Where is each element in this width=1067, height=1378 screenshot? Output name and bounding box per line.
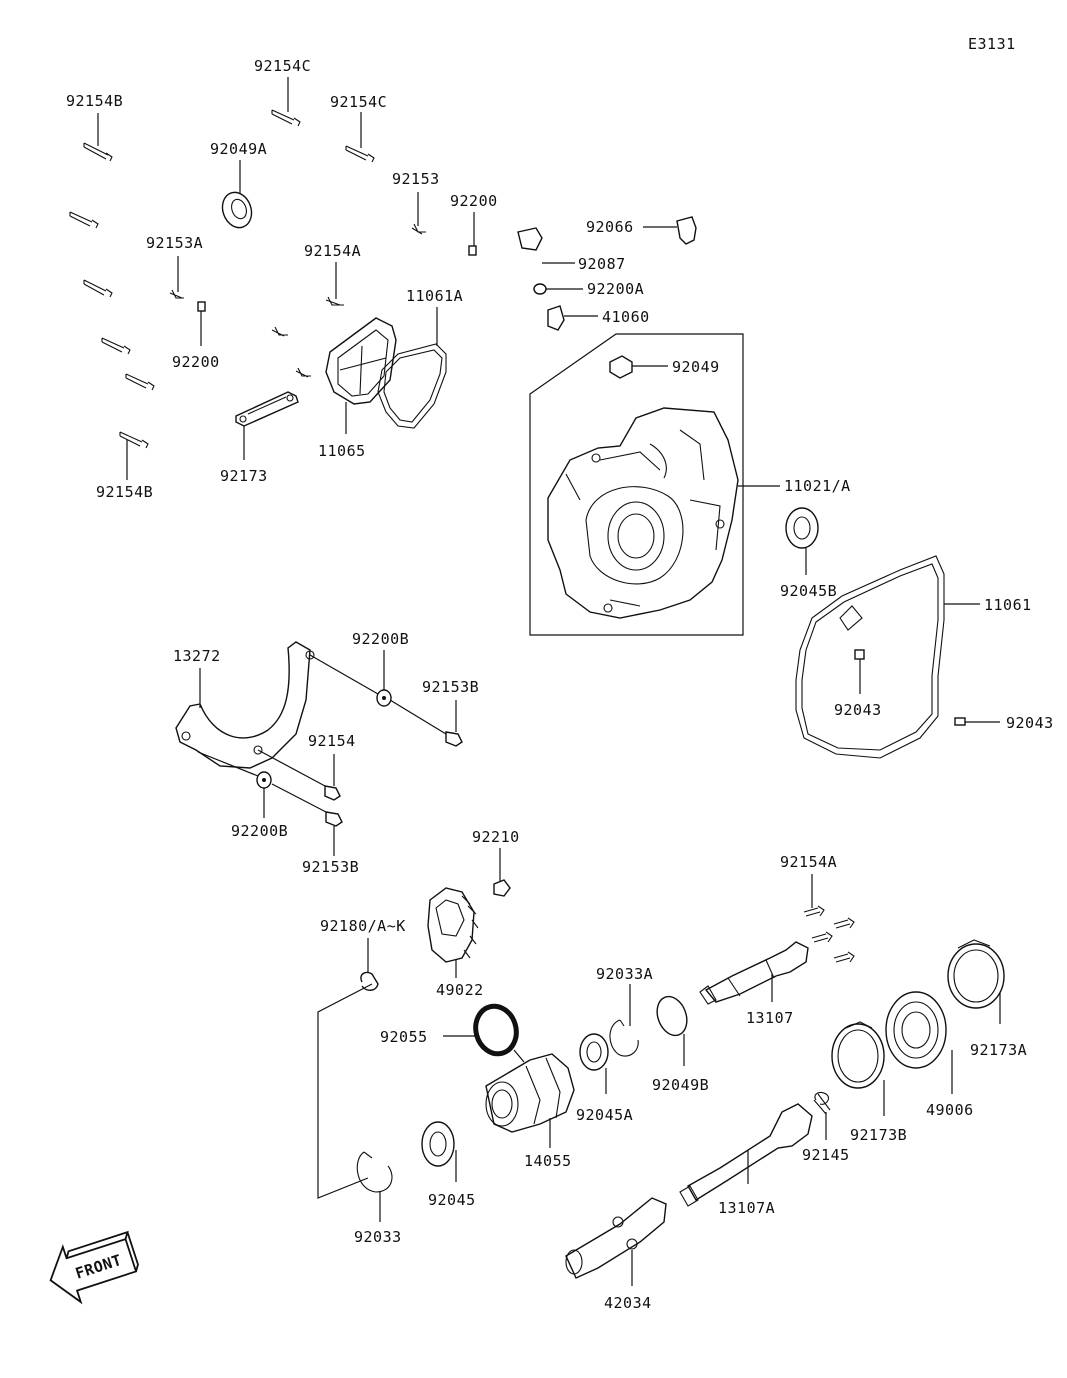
screw-92153A bbox=[169, 256, 184, 299]
label-92043-a: 92043 bbox=[834, 701, 882, 719]
label-13107A: 13107A bbox=[718, 1199, 775, 1217]
bearing-92045A bbox=[579, 1033, 609, 1094]
circlip-92033A bbox=[609, 984, 639, 1057]
label-92180: 92180/A~K bbox=[320, 917, 406, 935]
oring-92055 bbox=[443, 1003, 525, 1063]
label-14055: 14055 bbox=[524, 1152, 572, 1170]
label-92200-b: 92200 bbox=[172, 353, 220, 371]
circlip-92180 bbox=[317, 938, 379, 1199]
bolt-92154 bbox=[324, 754, 341, 801]
label-92154C-b: 92154C bbox=[330, 93, 387, 111]
label-92153B-b: 92153B bbox=[302, 858, 359, 876]
label-11061: 11061 bbox=[984, 596, 1032, 614]
bracket-13272 bbox=[175, 641, 447, 813]
washer-92200-b bbox=[197, 301, 206, 346]
switch-41060 bbox=[547, 305, 598, 331]
label-92173A: 92173A bbox=[970, 1041, 1027, 1059]
washer-92200B-b bbox=[256, 771, 272, 818]
label-92033: 92033 bbox=[354, 1228, 402, 1246]
front-arrow-icon: FRONT bbox=[49, 1230, 139, 1305]
label-49006: 49006 bbox=[926, 1101, 974, 1119]
bolt-group-left bbox=[69, 113, 155, 480]
label-92154: 92154 bbox=[308, 732, 356, 750]
gasket-11061A bbox=[377, 307, 447, 429]
dowel-92043-b bbox=[954, 717, 1000, 726]
screw-92154A-bottom bbox=[803, 874, 855, 963]
label-92200-a: 92200 bbox=[450, 192, 498, 210]
plug-92066 bbox=[643, 216, 697, 245]
label-92049B: 92049B bbox=[652, 1076, 709, 1094]
housing-14055 bbox=[485, 1053, 575, 1148]
label-92049A: 92049A bbox=[210, 140, 267, 158]
shaft-13107A bbox=[679, 1103, 813, 1207]
label-92043-b: 92043 bbox=[1006, 714, 1054, 732]
label-92154B-bottom: 92154B bbox=[96, 483, 153, 501]
label-11021A: 11021/A bbox=[784, 477, 851, 495]
screw-92154A-top bbox=[271, 262, 344, 378]
label-92173: 92173 bbox=[220, 467, 268, 485]
sensor-92087 bbox=[517, 227, 575, 264]
label-92153B-a: 92153B bbox=[422, 678, 479, 696]
label-92033A: 92033A bbox=[596, 965, 653, 983]
shaft-13107 bbox=[699, 941, 809, 1005]
label-41060: 41060 bbox=[602, 308, 650, 326]
yoke-42034 bbox=[565, 1197, 667, 1286]
spring-92145 bbox=[813, 1091, 831, 1140]
diagram-code: E3131 bbox=[968, 35, 1016, 53]
nut-92210 bbox=[493, 848, 511, 897]
bolt-92153B-b bbox=[325, 811, 343, 856]
label-92154B-top: 92154B bbox=[66, 92, 123, 110]
label-92055: 92055 bbox=[380, 1028, 428, 1046]
label-13107: 13107 bbox=[746, 1009, 794, 1027]
bearing-92045 bbox=[421, 1121, 457, 1182]
label-92210: 92210 bbox=[472, 828, 520, 846]
label-11065: 11065 bbox=[318, 442, 366, 460]
boot-49006 bbox=[885, 991, 953, 1094]
cover-11065 bbox=[325, 317, 397, 434]
washer-92200-a bbox=[468, 212, 477, 256]
label-92066: 92066 bbox=[586, 218, 634, 236]
label-92045A: 92045A bbox=[576, 1106, 633, 1124]
crankcase-11021A bbox=[529, 333, 780, 636]
circlip-92033 bbox=[356, 1151, 393, 1222]
label-92049: 92049 bbox=[672, 358, 720, 376]
gasket-11061 bbox=[795, 555, 980, 759]
label-92153: 92153 bbox=[392, 170, 440, 188]
label-13272: 13272 bbox=[173, 647, 221, 665]
label-92045: 92045 bbox=[428, 1191, 476, 1209]
label-92200A: 92200A bbox=[587, 280, 644, 298]
clamp-92173A bbox=[947, 939, 1005, 1024]
label-92153A: 92153A bbox=[146, 234, 203, 252]
screw-92153 bbox=[411, 192, 426, 235]
label-92154A-bottom: 92154A bbox=[780, 853, 837, 871]
label-11061A: 11061A bbox=[406, 287, 463, 305]
washer-92200A bbox=[533, 283, 583, 295]
label-92200B-b: 92200B bbox=[231, 822, 288, 840]
clamp-92173B bbox=[831, 1021, 885, 1116]
label-92087: 92087 bbox=[578, 255, 626, 273]
label-92145: 92145 bbox=[802, 1146, 850, 1164]
label-92200B-a: 92200B bbox=[352, 630, 409, 648]
label-92154C-a: 92154C bbox=[254, 57, 311, 75]
label-92154A-top: 92154A bbox=[304, 242, 361, 260]
bearing-92049A bbox=[221, 160, 253, 229]
bearing-92045B bbox=[785, 507, 819, 575]
label-49022: 49022 bbox=[436, 981, 484, 999]
label-92045B: 92045B bbox=[780, 582, 837, 600]
plate-92173 bbox=[235, 391, 299, 460]
seal-92049B bbox=[656, 995, 688, 1066]
bolt-92153B-a bbox=[445, 700, 463, 747]
gear-49022 bbox=[427, 887, 479, 978]
washer-92200B-a bbox=[376, 650, 392, 707]
bolt-92154C bbox=[271, 77, 375, 163]
label-92173B: 92173B bbox=[850, 1126, 907, 1144]
label-42034: 42034 bbox=[604, 1294, 652, 1312]
dowel-92043-a bbox=[854, 649, 865, 694]
